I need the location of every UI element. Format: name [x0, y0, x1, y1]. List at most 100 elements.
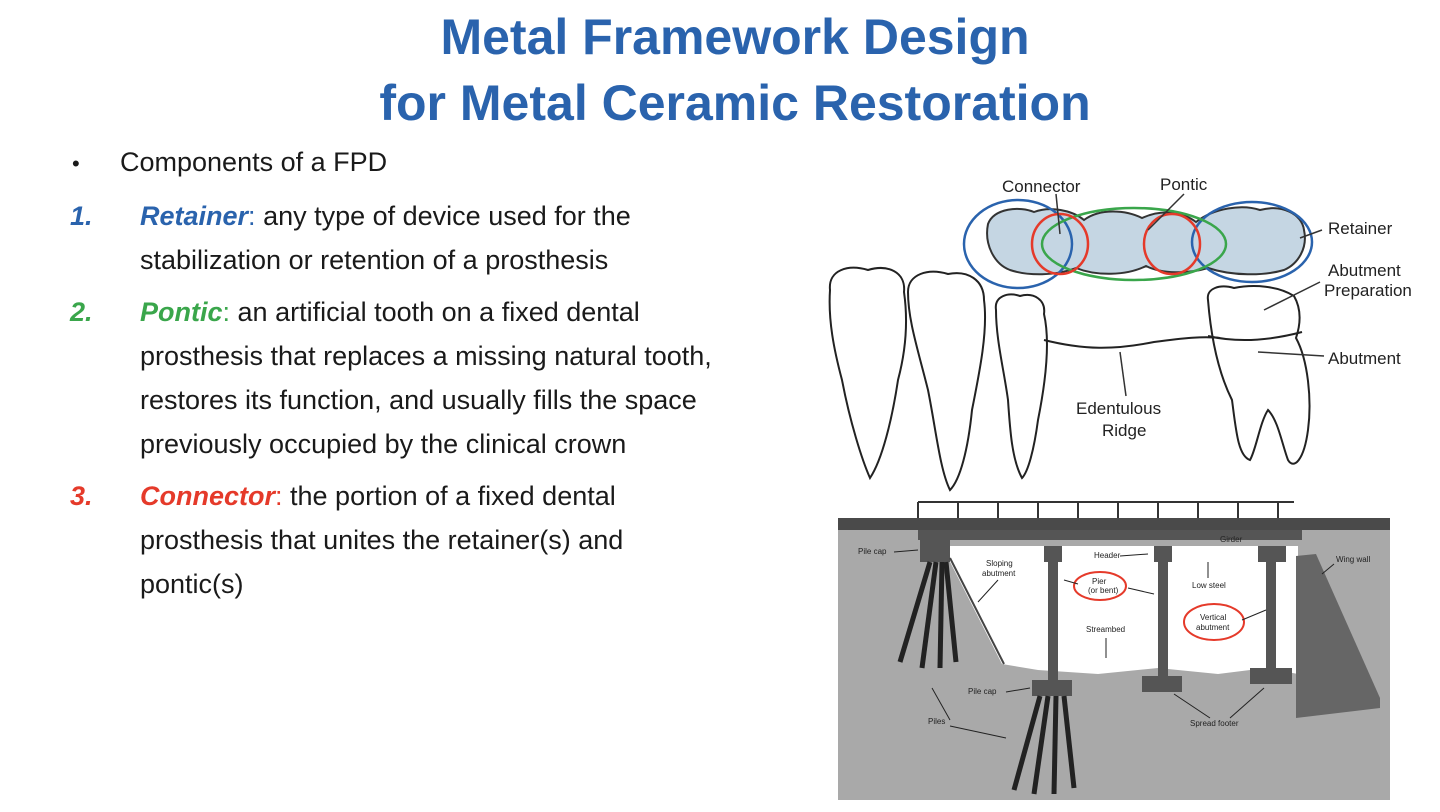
- railing: [917, 501, 1294, 518]
- pile: [1051, 695, 1059, 795]
- pile-cap-left: [920, 540, 950, 562]
- list-item-retainer: 1. Retainer: any type of device used for…: [70, 194, 730, 282]
- item-separator: :: [248, 201, 256, 231]
- piles-label: Piles: [928, 717, 945, 726]
- fpd-framework: [986, 206, 1306, 276]
- streambed-label: Streambed: [1086, 625, 1125, 634]
- arrow: [1127, 587, 1155, 595]
- item-number: 3.: [70, 481, 93, 511]
- pile: [943, 561, 959, 663]
- teeth-outline: [828, 266, 1311, 492]
- sloping-label-1: Sloping: [986, 559, 1013, 568]
- arrow: [931, 687, 951, 721]
- tooth-3: [994, 293, 1048, 480]
- retainer-leader: [1299, 229, 1323, 239]
- wing-wall-label: Wing wall: [1336, 555, 1370, 564]
- pier-highlight: [1073, 571, 1127, 601]
- spread-footer-label: Spread footer: [1190, 719, 1239, 728]
- connector-circle-right: [1142, 212, 1202, 276]
- dental-fpd-diagram: Connector Pontic Retainer Abutment Prepa…: [824, 160, 1440, 500]
- abutment-label: Abutment: [1328, 349, 1401, 368]
- content-list: • Components of a FPD 1. Retainer: any t…: [70, 140, 730, 606]
- spread-footer-2: [1250, 668, 1292, 684]
- arrow: [1005, 687, 1031, 693]
- pile: [937, 561, 945, 669]
- arrow: [1241, 609, 1267, 621]
- pile: [1031, 695, 1051, 795]
- item-definition: an artificial tooth on a fixed dental pr…: [140, 297, 712, 459]
- pontic-leader: [1147, 193, 1185, 231]
- bullet-dot-icon: •: [72, 151, 80, 176]
- girder-label: Girder: [1220, 535, 1243, 544]
- pontic-circle: [1040, 206, 1228, 282]
- retainer-circle-right: [1190, 200, 1314, 284]
- item-definition: the portion of a fixed dental prosthesis…: [140, 481, 624, 599]
- stream-opening: [942, 546, 1298, 674]
- intro-bullet: • Components of a FPD: [70, 140, 730, 186]
- right-cap: [1258, 546, 1286, 562]
- pontic-label: Pontic: [1160, 175, 1208, 194]
- tooth-1: [828, 266, 907, 481]
- pier-label-1: Pier: [1092, 577, 1107, 586]
- low-steel-label: Low steel: [1192, 581, 1226, 590]
- leader-lines: [1055, 193, 1325, 397]
- item-term: Pontic: [140, 297, 223, 327]
- header-cap: [1154, 546, 1172, 562]
- arrow: [1173, 693, 1211, 719]
- pier-cap: [1044, 546, 1062, 562]
- diagram-background: [824, 160, 1440, 500]
- item-body: Pontic: an artificial tooth on a fixed d…: [140, 290, 730, 466]
- arrow: [949, 725, 1007, 739]
- retainer-circle-left: [962, 198, 1074, 290]
- arrow: [1119, 553, 1149, 557]
- pier-column: [1048, 562, 1058, 682]
- connector-leader: [1055, 193, 1061, 235]
- diagram-labels: Connector Pontic Retainer Abutment Prepa…: [1002, 175, 1412, 440]
- pile-cap-center-label: Pile cap: [968, 687, 997, 696]
- abutment-prep-label-2: Preparation: [1324, 281, 1412, 300]
- arrow: [1321, 563, 1335, 575]
- pile: [919, 561, 939, 669]
- arrow: [893, 549, 919, 553]
- bridge-labels: Pile cap Sloping abutment Header Girder …: [858, 535, 1370, 728]
- abutment-margin: [1207, 331, 1303, 342]
- tooth-abutment: [1206, 285, 1311, 465]
- arrow: [1229, 687, 1265, 719]
- abutment-prep-label-1: Abutment: [1328, 261, 1401, 280]
- sloping-label-2: abutment: [982, 569, 1016, 578]
- abutment-prep-leader: [1263, 281, 1321, 311]
- pile: [1011, 695, 1043, 791]
- road-deck: [838, 518, 1390, 530]
- connector-circle-left: [1030, 212, 1090, 276]
- pile-cap-center: [1032, 680, 1072, 696]
- item-body: Retainer: any type of device used for th…: [140, 194, 730, 282]
- gum-ridge: [1043, 336, 1221, 349]
- item-term: Retainer: [140, 201, 249, 231]
- right-column: [1266, 562, 1276, 670]
- girder: [918, 530, 1302, 540]
- item-number: 1.: [70, 201, 93, 231]
- pile-cap-left-label: Pile cap: [858, 547, 887, 556]
- title-line-2: for Metal Ceramic Restoration: [379, 75, 1091, 131]
- item-number: 2.: [70, 297, 93, 327]
- pier-label-2: (or bent): [1088, 586, 1119, 595]
- connector-label: Connector: [1002, 177, 1081, 196]
- vertical-label-2: abutment: [1196, 623, 1230, 632]
- slide-title: Metal Framework Design for Metal Ceramic…: [0, 4, 1440, 136]
- wing-wall: [1296, 554, 1380, 718]
- tooth-2: [906, 270, 987, 492]
- intro-text: Components of a FPD: [120, 147, 388, 177]
- title-line-1: Metal Framework Design: [440, 9, 1030, 65]
- item-body: Connector: the portion of a fixed dental…: [140, 474, 730, 606]
- arrow: [1063, 579, 1079, 585]
- arrow: [977, 579, 999, 603]
- pile: [897, 561, 933, 663]
- list-item-pontic: 2. Pontic: an artificial tooth on a fixe…: [70, 290, 730, 466]
- ridge-leader: [1119, 351, 1127, 397]
- spread-footer-1: [1142, 676, 1182, 692]
- bridge-diagram: Pile cap Sloping abutment Header Girder …: [838, 498, 1390, 800]
- ridge-label-2: Ridge: [1102, 421, 1146, 440]
- piles: [897, 561, 1077, 795]
- header-label: Header: [1094, 551, 1121, 560]
- abutment-leader: [1257, 351, 1325, 357]
